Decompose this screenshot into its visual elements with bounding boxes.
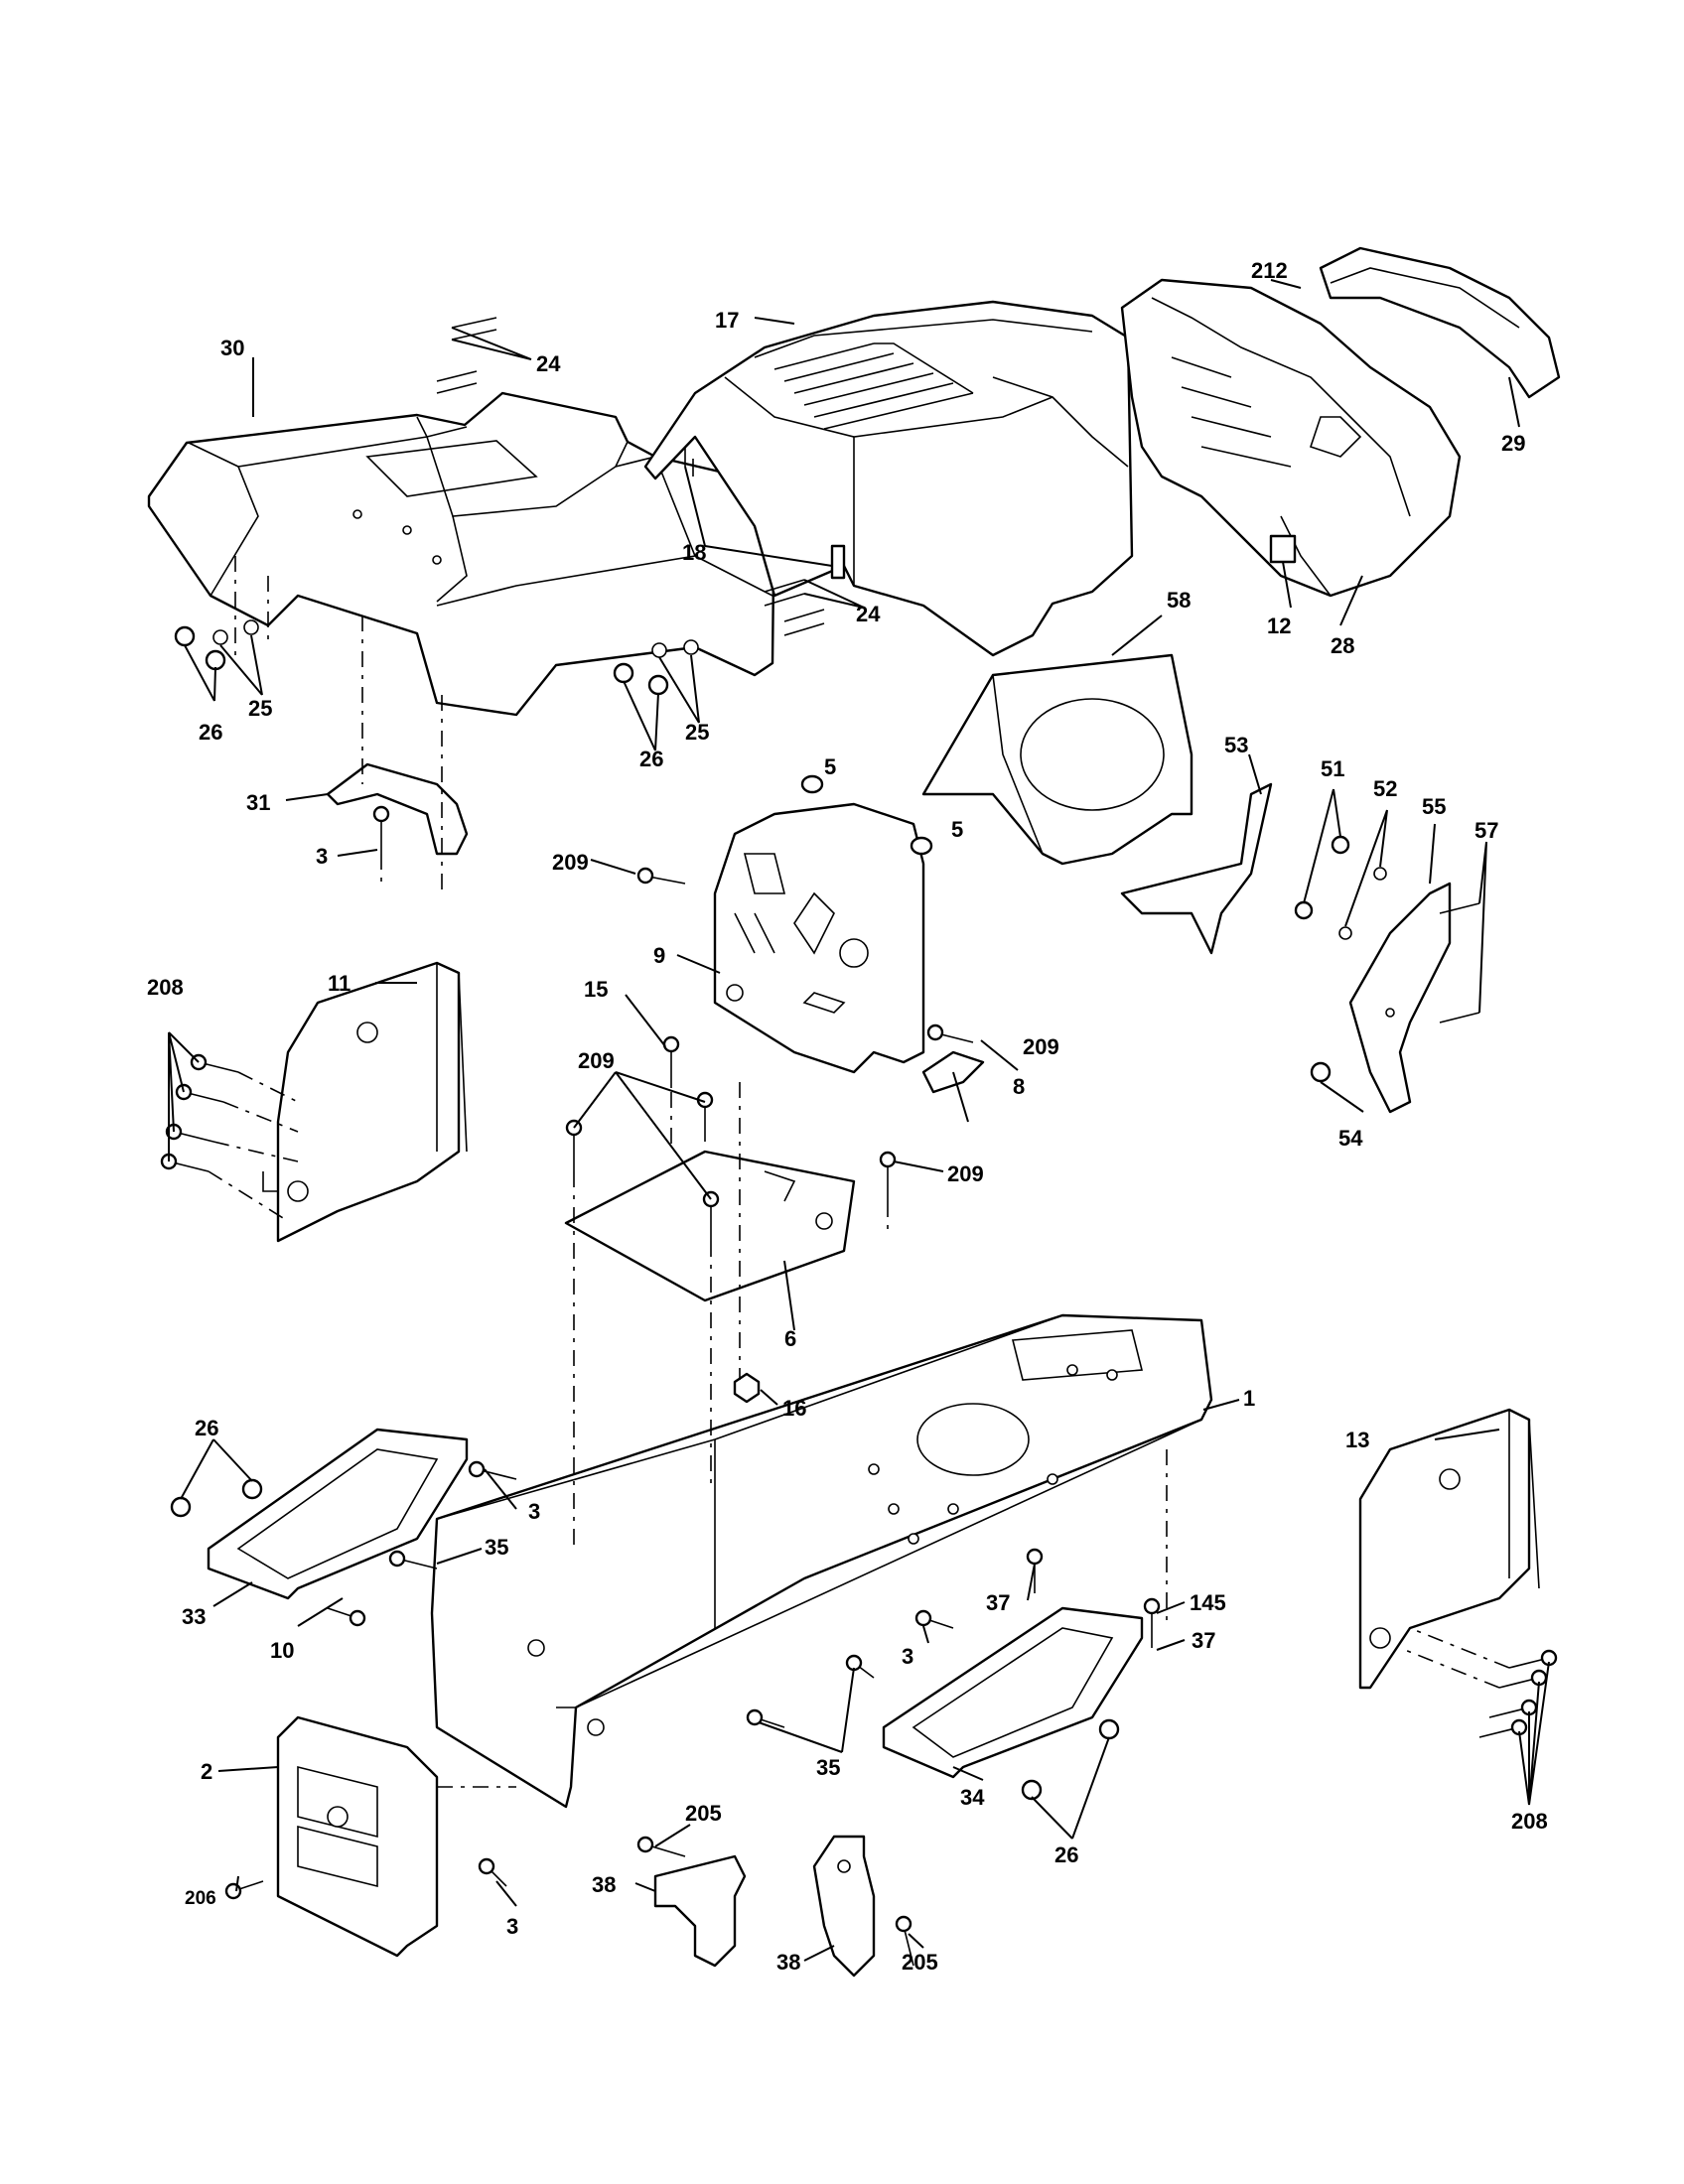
callout-26-lower-left: 26 — [195, 1416, 218, 1440]
leader-lines — [168, 279, 1550, 1962]
side-panel-part-11 — [262, 961, 468, 1243]
footrest-part-34 — [882, 1606, 1144, 1779]
callout-9: 9 — [653, 943, 665, 968]
callout-3-lower: 3 — [902, 1644, 913, 1669]
callout-12: 12 — [1267, 614, 1291, 638]
rear-panel-part-2 — [276, 1715, 439, 1958]
hood-part-17 — [643, 300, 1134, 657]
callout-28: 28 — [1331, 633, 1354, 658]
callout-209-upper-left: 209 — [552, 850, 589, 875]
callout-52: 52 — [1373, 776, 1397, 801]
callout-51: 51 — [1321, 756, 1344, 781]
callout-54: 54 — [1338, 1126, 1363, 1151]
nut-part-16 — [733, 1372, 761, 1404]
callout-205-upper: 205 — [685, 1801, 722, 1826]
callout-58: 58 — [1167, 588, 1191, 613]
callout-24-top: 24 — [536, 351, 561, 376]
callout-205-lower: 205 — [902, 1950, 938, 1975]
bushings-part-18 — [830, 544, 846, 580]
callout-209-plate: 209 — [578, 1048, 615, 1073]
callout-25-upper-mid: 25 — [685, 720, 709, 745]
callout-33: 33 — [182, 1604, 206, 1629]
callout-13: 13 — [1345, 1428, 1369, 1452]
grille-part-212 — [1120, 278, 1462, 598]
side-panel-part-13 — [1358, 1408, 1540, 1690]
callout-31: 31 — [246, 790, 270, 815]
callout-labels: 30 24 17 18 24 212 29 12 28 58 26 25 26 … — [147, 258, 1548, 1975]
bracket-part-38-right — [812, 1835, 876, 1978]
callout-145: 145 — [1190, 1590, 1226, 1615]
callout-3-upper: 3 — [316, 844, 328, 869]
callout-24-mid: 24 — [856, 602, 881, 626]
callout-15: 15 — [584, 977, 608, 1002]
bracket-part-31 — [326, 762, 469, 856]
callout-26-upper-left: 26 — [199, 720, 222, 745]
knob-parts-5 — [800, 774, 933, 856]
clip-part-12 — [1269, 534, 1297, 564]
callout-53: 53 — [1224, 733, 1248, 757]
callout-37-left: 37 — [986, 1590, 1010, 1615]
callout-209-right: 209 — [1023, 1034, 1059, 1059]
callout-38-left: 38 — [592, 1872, 616, 1897]
callout-35-lower: 35 — [816, 1755, 840, 1780]
bracket-part-38-left — [653, 1854, 747, 1968]
callout-2: 2 — [201, 1759, 212, 1784]
callout-35-left: 35 — [485, 1535, 508, 1560]
callout-16: 16 — [782, 1396, 806, 1421]
callout-18: 18 — [682, 540, 706, 565]
callout-5-upper: 5 — [824, 754, 836, 779]
callout-25-upper-left: 25 — [248, 696, 272, 721]
dashboard-part-9 — [713, 802, 925, 1074]
fasteners — [160, 317, 1558, 1967]
bumper-part-29 — [1319, 246, 1561, 399]
footrest-part-33 — [207, 1428, 469, 1600]
fender-part-30 — [147, 391, 776, 717]
callout-206: 206 — [185, 1888, 216, 1909]
callout-37-right: 37 — [1192, 1628, 1215, 1653]
dash-tray-part-58 — [921, 653, 1193, 866]
callout-10: 10 — [270, 1638, 294, 1663]
callout-30: 30 — [220, 336, 244, 360]
callout-3-rear: 3 — [506, 1914, 518, 1939]
bracket-part-53 — [1120, 782, 1273, 955]
callout-29: 29 — [1501, 431, 1525, 456]
callout-212: 212 — [1251, 258, 1288, 283]
callout-3-footrest: 3 — [528, 1499, 540, 1524]
callout-209-lower-right: 209 — [947, 1161, 984, 1186]
callout-17: 17 — [715, 308, 739, 333]
callout-208-right: 208 — [1511, 1809, 1548, 1834]
assembly-centerlines — [208, 556, 1510, 1788]
callout-57: 57 — [1474, 818, 1498, 843]
callout-5-lower: 5 — [951, 817, 963, 842]
callout-8: 8 — [1013, 1074, 1025, 1099]
callout-26-lower-right: 26 — [1054, 1843, 1078, 1867]
callout-55: 55 — [1422, 794, 1446, 819]
callout-34: 34 — [960, 1785, 985, 1810]
callout-11: 11 — [328, 971, 351, 996]
callout-38-right: 38 — [776, 1950, 800, 1975]
callout-1: 1 — [1243, 1386, 1255, 1411]
plate-part-6 — [564, 1150, 856, 1302]
callout-6: 6 — [784, 1326, 796, 1351]
callout-26-upper-mid: 26 — [639, 747, 663, 771]
callout-208-left: 208 — [147, 975, 184, 1000]
frame-part-1 — [430, 1313, 1213, 1809]
bracket-part-55 — [1348, 882, 1452, 1114]
